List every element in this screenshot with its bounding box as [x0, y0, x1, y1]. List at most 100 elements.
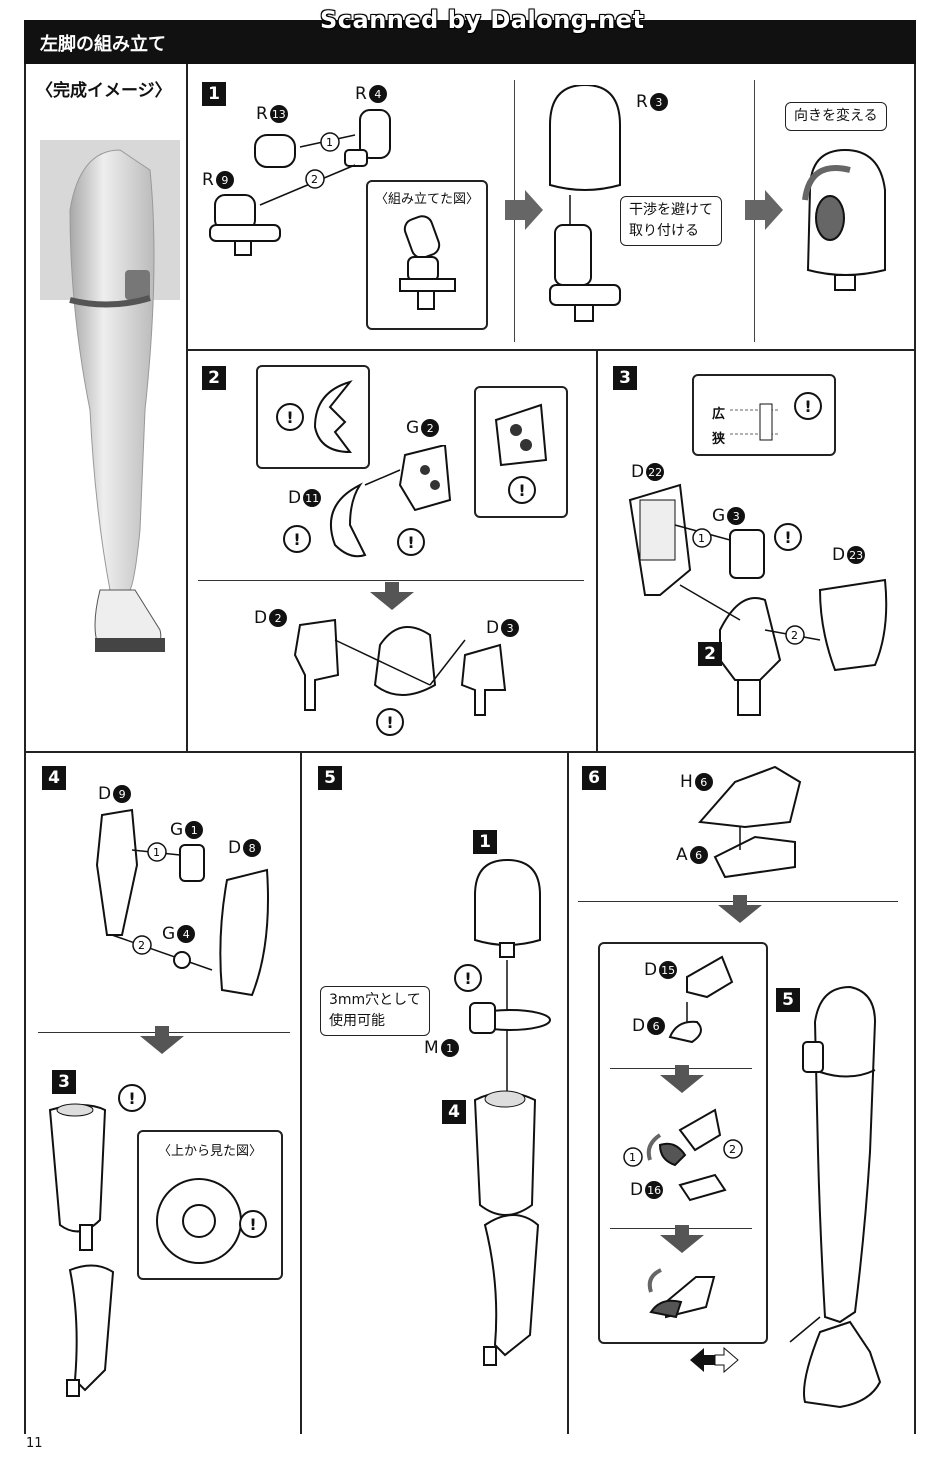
- svg-text:1: 1: [326, 136, 333, 149]
- note-3mm-hole: 3mm穴として 使用可能: [320, 986, 430, 1036]
- step-4-shin-drawing: [48, 1103, 115, 1397]
- step-5-sub-4: 4: [442, 1100, 466, 1124]
- divider-image: [186, 64, 188, 752]
- caution-icon: !: [774, 523, 802, 551]
- step-1-rotated-knee: [802, 148, 886, 291]
- step-6-full-leg-drawing: [789, 985, 882, 1409]
- section-header-bar: [24, 20, 916, 64]
- step-6-heel-final-drawing: [647, 1268, 716, 1319]
- step-3-sub-ref: 2: [698, 642, 722, 666]
- step-2-detail-box-b: !: [474, 386, 568, 518]
- svg-text:1: 1: [698, 532, 705, 545]
- step-3-width-detail: 広 狭 !: [692, 374, 836, 456]
- wide-label: 広: [712, 407, 726, 422]
- caution-icon: !: [239, 1210, 267, 1238]
- top-view-drawing: [156, 1178, 242, 1264]
- scan-watermark: Scanned by Dalong.net: [320, 6, 645, 34]
- step-1-arrow-right-1: [505, 190, 543, 230]
- section-title: 左脚の組み立て: [40, 34, 166, 55]
- completed-image-label: 〈完成イメージ〉: [36, 81, 172, 101]
- narrow-label: 狭: [712, 432, 726, 447]
- order-2-icon: [305, 169, 325, 189]
- caution-icon: !: [283, 525, 311, 553]
- assembled-view-box: 〈組み立てた図〉: [366, 180, 488, 330]
- order-2-icon: [785, 625, 805, 645]
- step-1-arrow-right-2: [745, 190, 783, 230]
- step-2-shell-drawing: [313, 380, 353, 454]
- assembled-part-drawing: [399, 215, 456, 310]
- order-1-icon: [692, 528, 712, 548]
- divider-row2: [24, 751, 914, 753]
- step-6-sub-box: [598, 942, 768, 1344]
- step-5-sub-1: 1: [473, 830, 497, 854]
- step-6-sub-5: 5: [776, 988, 800, 1012]
- step-6-number: 6: [582, 766, 606, 790]
- divider-step5-6: [567, 751, 569, 1434]
- divider-step4-5: [300, 751, 302, 1434]
- step-4-number: 4: [42, 766, 66, 790]
- step-6-shoe-parts-drawing: [697, 765, 802, 879]
- page-number: 11: [26, 1436, 43, 1451]
- step-1-number: 1: [202, 82, 226, 106]
- svg-text:2: 2: [138, 939, 145, 952]
- step-6-swap-arrows: [690, 1346, 739, 1374]
- svg-text:1: 1: [153, 846, 160, 859]
- caution-icon: !: [794, 392, 822, 420]
- svg-text:1: 1: [629, 1151, 636, 1164]
- step-4-down-arrow: [140, 1026, 184, 1054]
- step-6-sub-arrow-2: [660, 1225, 704, 1253]
- caution-icon: !: [454, 964, 482, 992]
- step-1-parts-drawing: 1 2: [209, 109, 391, 256]
- step-5-shin-drawing: [473, 1090, 540, 1366]
- order-1-icon: [623, 1147, 643, 1167]
- step-2-number: 2: [202, 366, 226, 390]
- width-guide-drawing: [730, 403, 780, 441]
- divider-step2-3: [596, 349, 598, 752]
- step-2-assembly-drawing: [293, 618, 507, 716]
- caution-icon: !: [276, 403, 304, 431]
- frame-right: [914, 64, 916, 1434]
- svg-text:2: 2: [311, 173, 318, 186]
- note-change-direction: 向きを変える: [785, 102, 887, 131]
- order-1-icon: [147, 842, 167, 862]
- order-1-icon: [320, 132, 340, 152]
- step-2-inner-divider: [198, 580, 584, 581]
- step-2-down-arrow: [370, 582, 414, 610]
- step-2-parts-drawing: [330, 445, 452, 558]
- step-3-parts-drawing: 1 2: [628, 483, 888, 716]
- caution-icon: !: [118, 1084, 146, 1112]
- step-2-part-g2-detail: [494, 403, 548, 467]
- divider-row1: [186, 349, 914, 351]
- step-4-parts-drawing: 1 2: [95, 808, 269, 997]
- step-6-sub-arrow-1: [660, 1065, 704, 1093]
- step-1-knee-assembly: [549, 85, 621, 322]
- caution-icon: !: [376, 708, 404, 736]
- svg-text:2: 2: [791, 629, 798, 642]
- step-5-assembly-drawing: [469, 858, 551, 1095]
- step-4-top-view-box: 〈上から見た図〉 !: [137, 1130, 283, 1280]
- assembled-view-label: 〈組み立てた図〉: [374, 192, 479, 207]
- caution-icon: !: [508, 476, 536, 504]
- step-5-number: 5: [318, 766, 342, 790]
- completed-leg-illustration: [40, 140, 180, 652]
- order-2-icon: [723, 1139, 743, 1159]
- frame-left: [24, 64, 26, 1434]
